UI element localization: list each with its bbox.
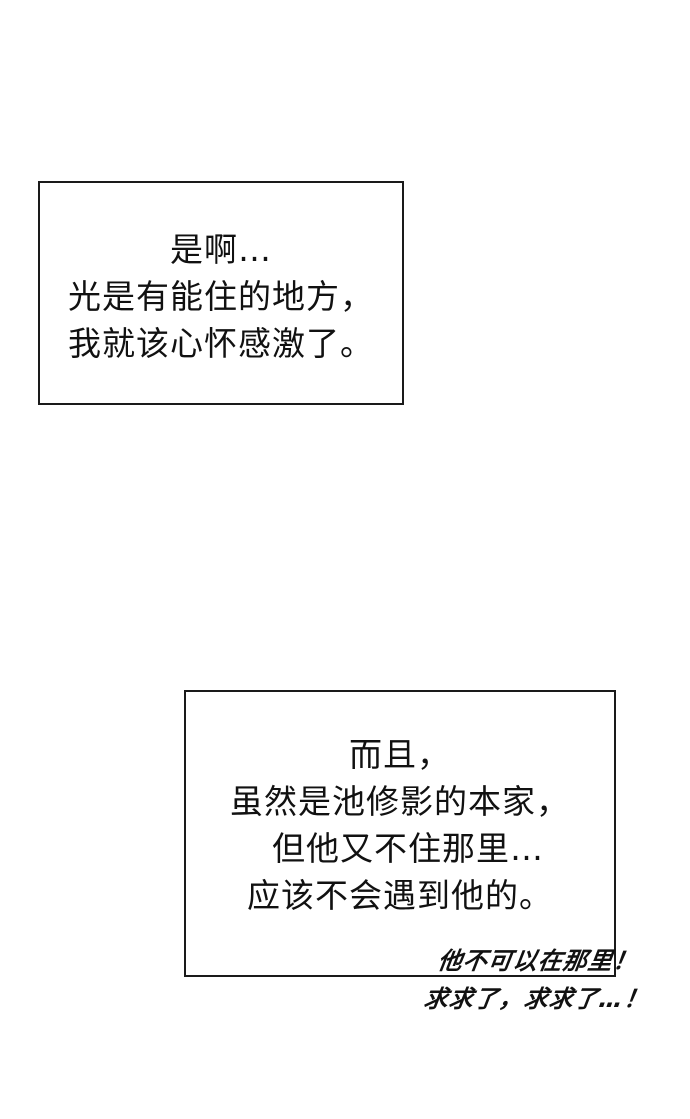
caption-line: 而且，	[349, 734, 451, 774]
caption-line: 应该不会遇到他的。	[247, 875, 553, 915]
handwritten-shout-line: 他不可以在那里！	[436, 947, 640, 975]
caption-line: 虽然是池修影的本家，	[230, 781, 570, 821]
handwritten-shout-line: 求求了，求求了…！	[422, 985, 651, 1013]
caption-box-top: 是啊… 光是有能住的地方， 我就该心怀感激了。	[38, 181, 404, 405]
caption-box-bottom: 而且， 虽然是池修影的本家， 但他又不住那里… 应该不会遇到他的。	[184, 690, 616, 977]
caption-line: 我就该心怀感激了。	[68, 323, 374, 363]
caption-line: 但他又不住那里…	[272, 828, 544, 868]
caption-line: 光是有能住的地方，	[68, 276, 374, 316]
caption-line: 是啊…	[170, 229, 272, 269]
